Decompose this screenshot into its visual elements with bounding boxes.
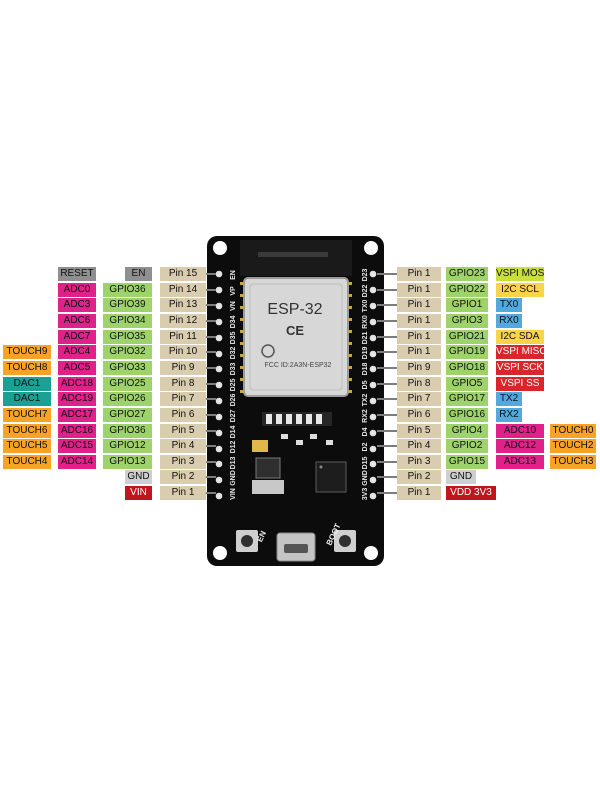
boot-button-cap[interactable] [339, 535, 351, 547]
right-header-pins [369, 270, 377, 500]
left-header-pins [215, 270, 223, 500]
mounting-hole-tl [213, 241, 227, 255]
shield-pads [240, 282, 352, 393]
mounting-hole-bl [213, 546, 227, 560]
mounting-hole-br [364, 546, 378, 560]
antenna-trace [258, 252, 328, 257]
en-button-cap[interactable] [241, 535, 253, 547]
micro-usb-slot [284, 544, 308, 553]
rf-shield [243, 277, 349, 397]
antenna-area [240, 240, 352, 276]
ce-mark: CE [285, 323, 305, 338]
fcc-text: FCC ID:2A3N-ESP32 [264, 362, 332, 369]
smd-components [252, 412, 347, 494]
certification-symbol [261, 344, 275, 358]
rf-shield-inner [249, 283, 343, 391]
module-name: ESP-32 [267, 301, 323, 318]
mounting-hole-tr [364, 241, 378, 255]
